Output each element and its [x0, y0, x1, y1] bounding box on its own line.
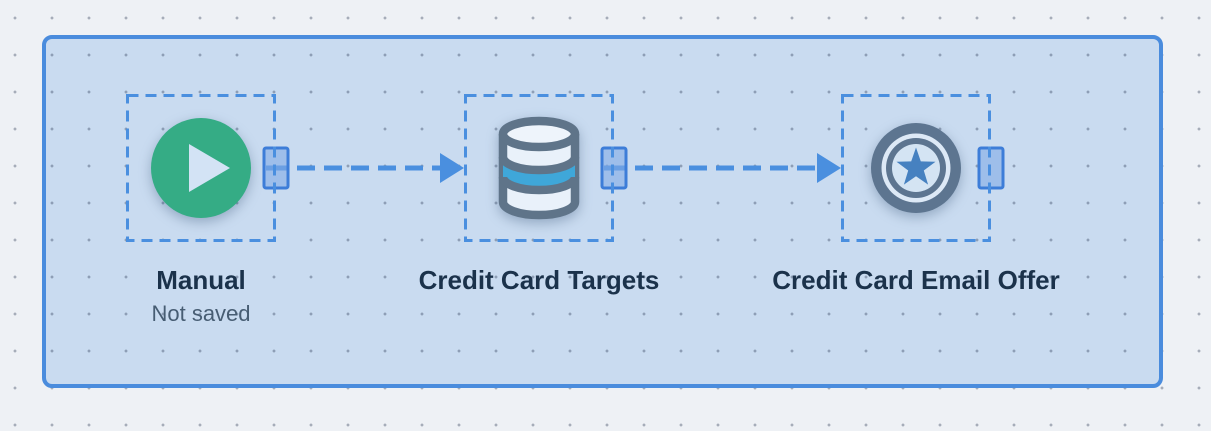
node-selection-outline — [126, 94, 276, 242]
node-status-manual: Not saved — [151, 301, 251, 326]
node-selection-outline — [464, 94, 614, 242]
database-icon — [498, 116, 580, 220]
star-badge-icon — [871, 123, 961, 213]
connector-handle-targets[interactable] — [600, 146, 628, 190]
selection-frame — [42, 35, 1163, 388]
play-icon — [151, 118, 251, 218]
node-label-credit-card-email-offer: Credit Card Email Offer — [772, 265, 1060, 295]
node-selection-outline — [841, 94, 991, 242]
star-icon — [896, 147, 936, 185]
node-credit-card-targets[interactable] — [464, 94, 614, 242]
connector-handle-email-offer[interactable] — [977, 146, 1005, 190]
connector-handle-manual[interactable] — [262, 146, 290, 190]
node-credit-card-email-offer[interactable] — [841, 94, 991, 242]
node-label-manual: Manual — [156, 265, 246, 295]
node-label-credit-card-targets: Credit Card Targets — [418, 265, 660, 295]
node-manual[interactable] — [126, 94, 276, 242]
